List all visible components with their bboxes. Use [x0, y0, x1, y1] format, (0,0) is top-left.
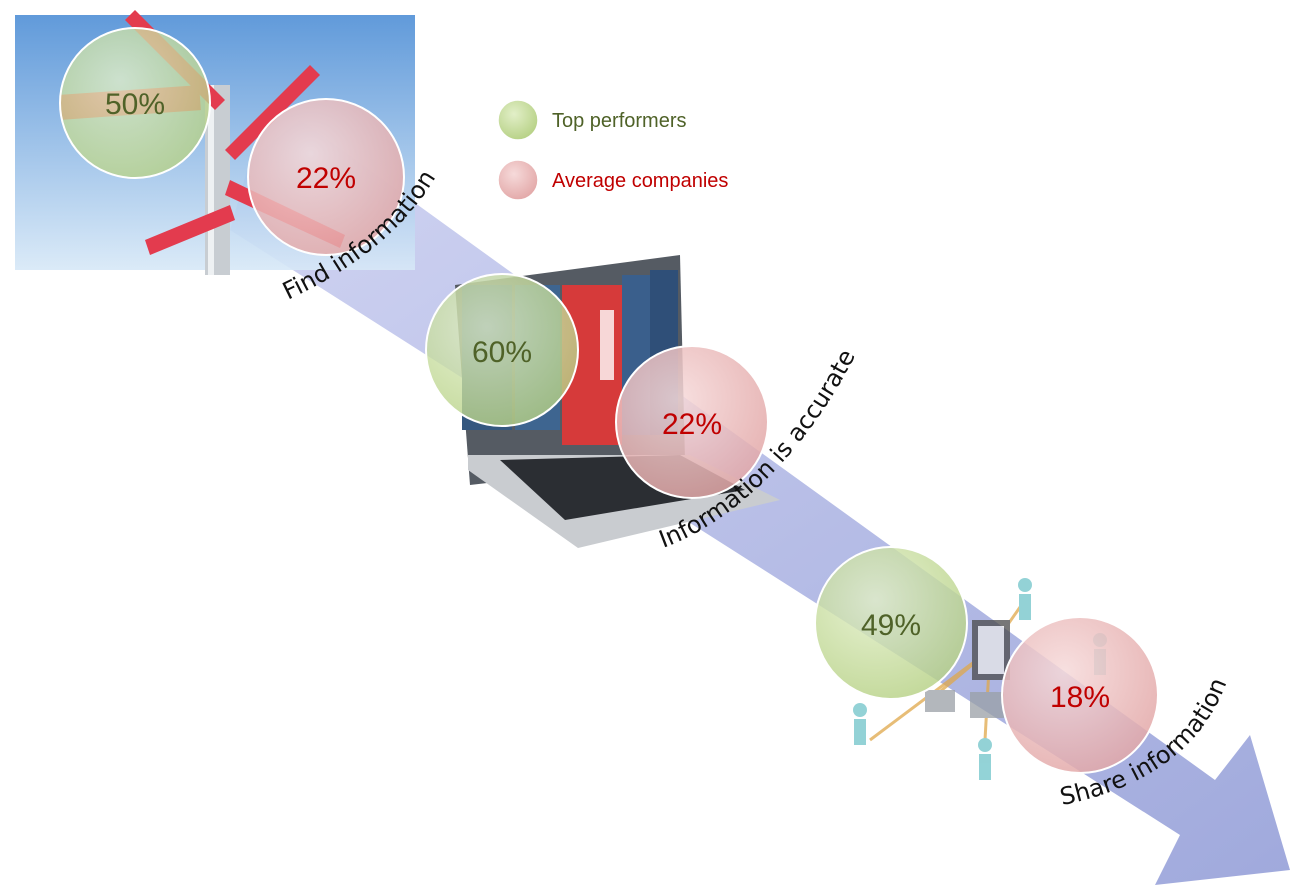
average-companies-bubble: [615, 345, 769, 499]
stage-information-accurate: 60% 22%: [425, 273, 769, 499]
top-performers-bubble: [814, 546, 968, 700]
average-companies-bubble: [1001, 616, 1159, 774]
legend-top-marker: [497, 99, 539, 141]
top-performers-value: 50%: [105, 88, 165, 121]
stage-find-information: 50% 22%: [59, 27, 405, 256]
stage-share-information: 49% 18%: [814, 546, 1159, 774]
average-companies-bubble: [247, 98, 405, 256]
top-performers-value: 60%: [472, 336, 532, 369]
legend: Top performers Average companies: [497, 99, 728, 201]
top-performers-bubble: [425, 273, 579, 427]
top-performers-bubble: [59, 27, 211, 179]
average-companies-value: 22%: [296, 162, 356, 195]
legend-average-label: Average companies: [552, 170, 728, 192]
average-companies-value: 22%: [662, 408, 722, 441]
average-companies-value: 18%: [1050, 681, 1110, 714]
legend-top-label: Top performers: [552, 110, 687, 132]
legend-average-marker: [497, 159, 539, 201]
top-performers-value: 49%: [861, 609, 921, 642]
